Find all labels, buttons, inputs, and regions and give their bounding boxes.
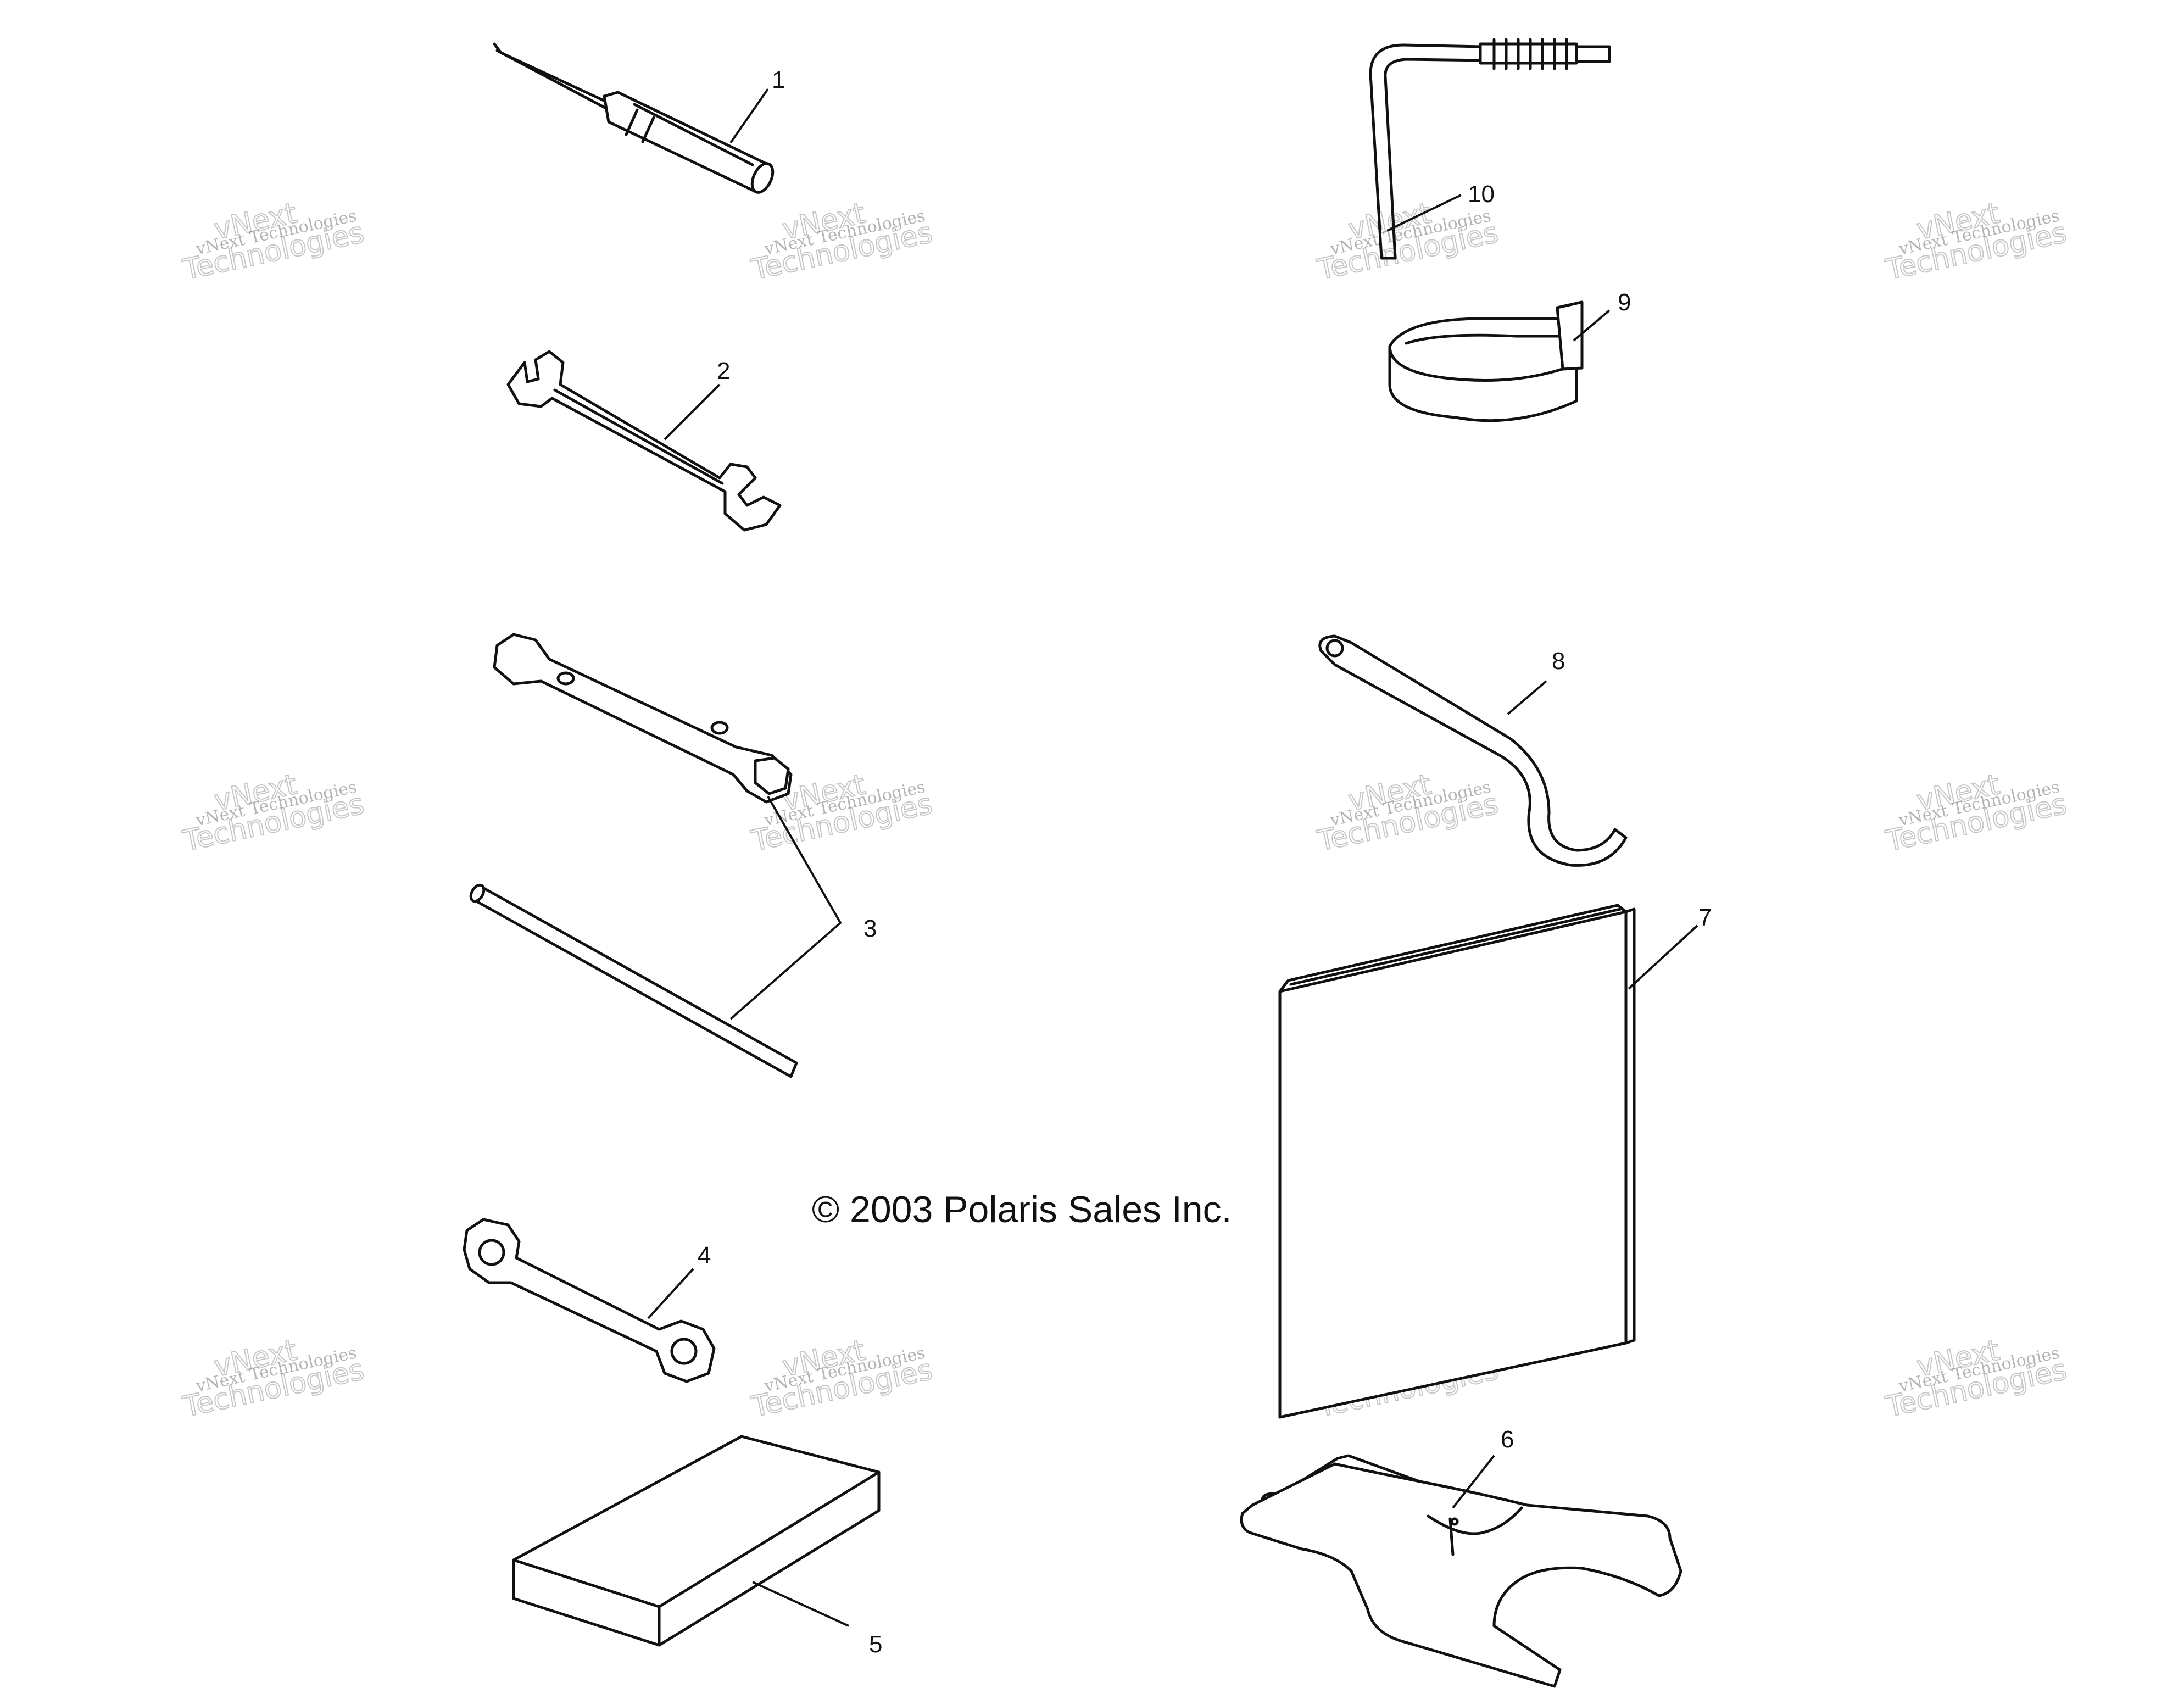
strap-part [1388, 300, 1584, 422]
spanner-wrench-part [1318, 634, 1628, 867]
owners-manual-part [1278, 904, 1636, 1419]
callout-4: 4 [698, 1242, 711, 1269]
copyright-notice: © 2003 Polaris Sales Inc. [812, 1189, 1232, 1230]
callout-6: 6 [1501, 1426, 1514, 1453]
clutch-tool-part [1240, 1454, 1682, 1688]
callout-8: 8 [1552, 648, 1565, 675]
callout-3: 3 [863, 915, 877, 942]
callout-5: 5 [869, 1631, 882, 1658]
screwdriver-part [493, 42, 775, 194]
tool-pouch-part [512, 1435, 881, 1647]
callout-7: 7 [1698, 904, 1712, 931]
tommy-bar-rod-part [469, 883, 798, 1078]
tubular-box-wrench-part [493, 633, 793, 804]
callout-1: 1 [772, 66, 785, 93]
callout-10: 10 [1468, 181, 1495, 208]
hex-key-grip-ribs [1492, 38, 1568, 70]
callout-2: 2 [717, 358, 730, 385]
hex-key-part [1369, 38, 1611, 260]
callout-9: 9 [1618, 289, 1631, 316]
open-end-wrench-part [506, 350, 782, 532]
box-end-wrench-part [463, 1218, 716, 1383]
